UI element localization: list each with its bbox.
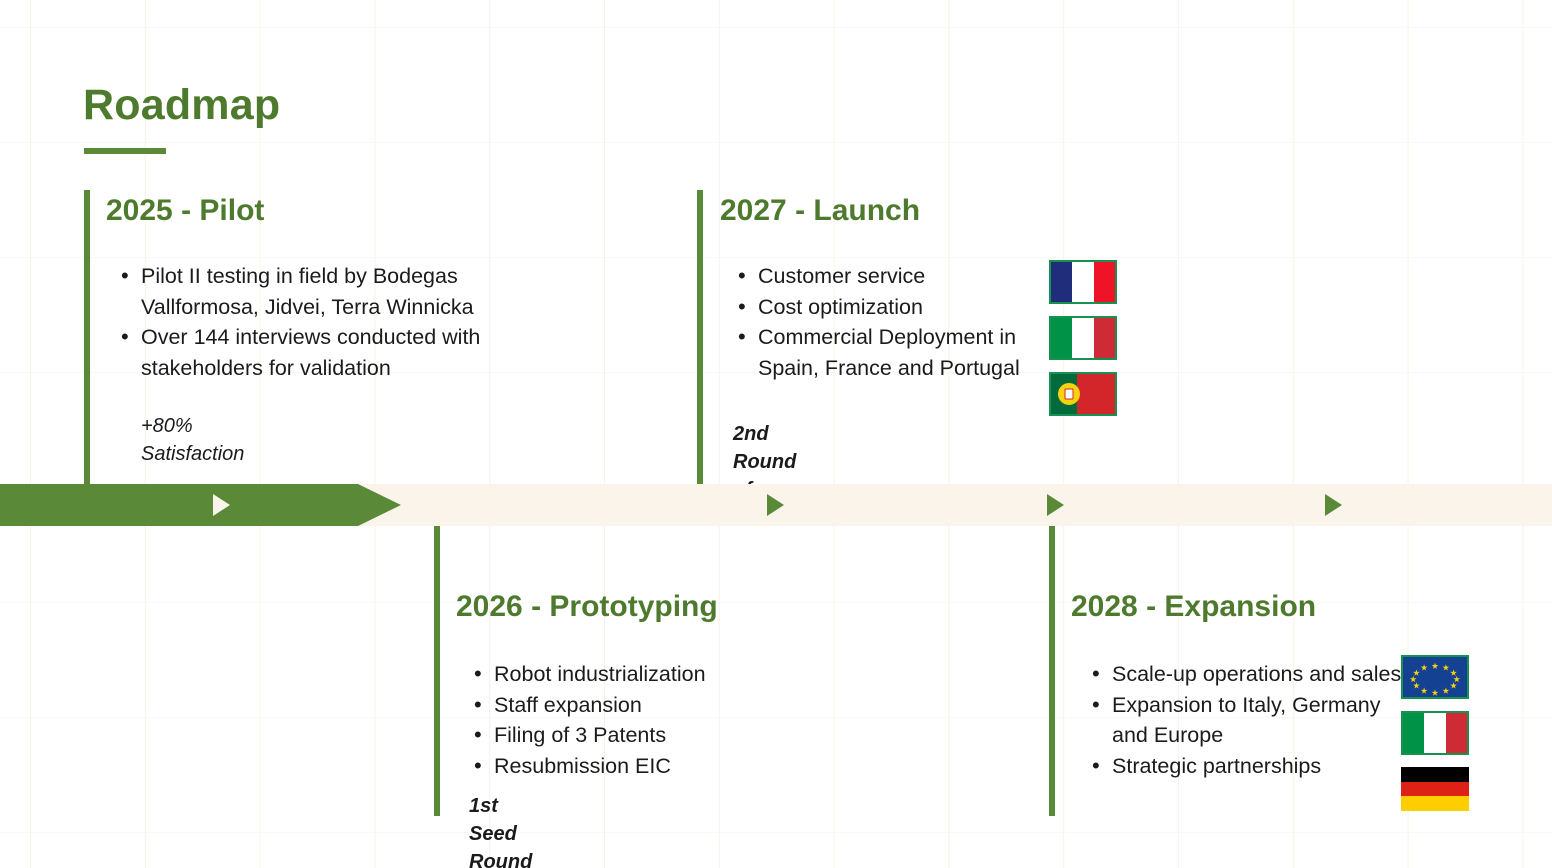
list-item: Resubmission EIC: [474, 750, 844, 782]
eu-flag: [1401, 655, 1469, 699]
timeline-progress-body: [0, 484, 358, 526]
france-flag: [1049, 260, 1117, 304]
milestone-bullets-2028: Scale-up operations and sales Expansion …: [1086, 658, 1402, 782]
page-title: Roadmap: [83, 81, 281, 129]
list-item: Strategic partnerships: [1092, 750, 1402, 782]
milestone-note-2025: +80% Satisfaction: [141, 415, 245, 465]
milestone-accent-rule-2025: [84, 190, 90, 486]
timeline-marker-icon-2: [767, 494, 784, 516]
title-underline-rule: [84, 148, 166, 154]
list-item: Filing of 3 Patents: [474, 719, 844, 751]
list-item: Commercial Deployment in Spain, France a…: [738, 321, 1068, 383]
list-item: Expansion to Italy, Germany and Europe: [1092, 689, 1402, 751]
timeline-arrow-head-icon: [358, 484, 401, 526]
milestone-heading-2027: 2027 - Launch: [720, 194, 921, 227]
timeline-marker-icon-1: [213, 494, 230, 516]
milestone-heading-2025: 2025 - Pilot: [106, 194, 265, 227]
list-item: Robot industrialization: [474, 658, 844, 690]
italy-flag: [1401, 711, 1469, 755]
list-item: Staff expansion: [474, 689, 844, 721]
milestone-accent-rule-2027: [697, 190, 703, 486]
list-item: Cost optimization: [738, 291, 1068, 323]
italy-flag: [1049, 316, 1117, 360]
timeline-marker-icon-4: [1325, 494, 1342, 516]
milestone-note-2026: 1st Seed Round of €1.2M: [469, 795, 533, 868]
list-item: Over 144 interviews conducted with stake…: [121, 321, 521, 383]
portugal-armillary-icon: [1057, 383, 1080, 405]
milestone-heading-2028: 2028 - Expansion: [1071, 590, 1317, 623]
milestone-bullets-2026: Robot industrialization Staff expansion …: [468, 658, 844, 782]
flag-stack-2027: [1049, 260, 1117, 428]
portugal-flag: [1049, 372, 1117, 416]
milestone-accent-rule-2028: [1049, 526, 1055, 816]
milestone-heading-2026: 2026 - Prototyping: [456, 590, 718, 623]
germany-flag: [1401, 767, 1469, 811]
list-item: Customer service: [738, 260, 1068, 292]
milestone-accent-rule-2026: [434, 526, 440, 816]
list-item: Scale-up operations and sales: [1092, 658, 1402, 690]
milestone-bullets-2025: Pilot II testing in field by Bodegas Val…: [115, 260, 521, 383]
timeline-progress: [0, 484, 401, 526]
milestone-bullets-2027: Customer service Cost optimization Comme…: [732, 260, 1068, 383]
timeline-bar: [0, 484, 1552, 526]
flag-stack-2028: [1401, 655, 1469, 823]
list-item: Pilot II testing in field by Bodegas Val…: [121, 260, 521, 322]
timeline-marker-icon-3: [1047, 494, 1064, 516]
